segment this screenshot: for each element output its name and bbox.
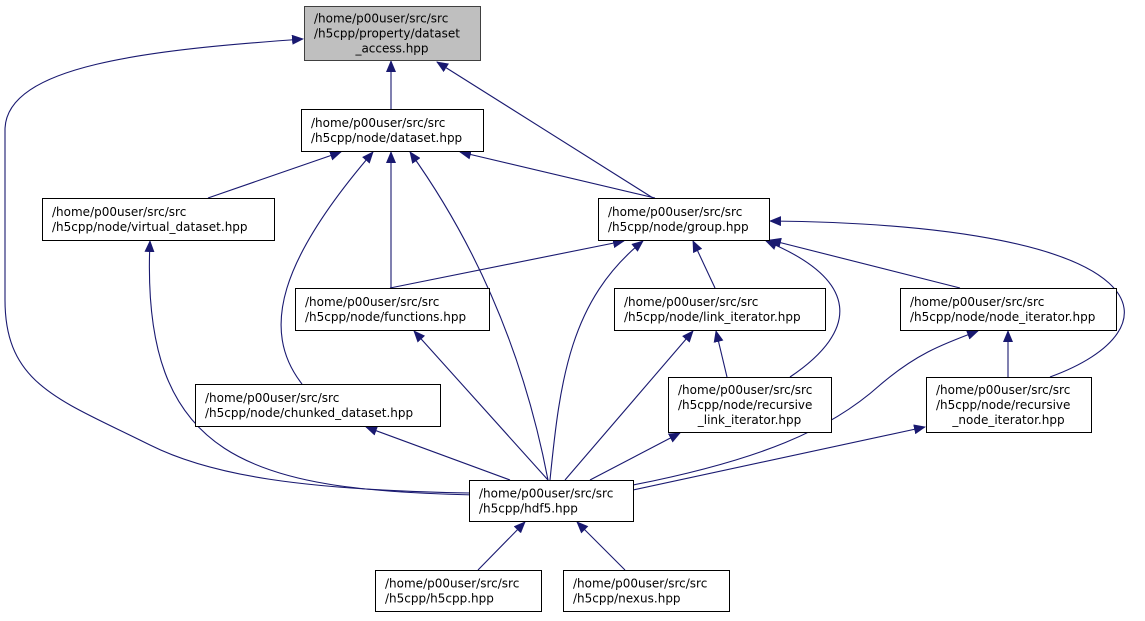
node-hdf5[interactable]: /home/p00user/src/src/h5cpp/hdf5.hpp xyxy=(469,480,634,522)
node-box xyxy=(195,384,441,427)
node-label-line: /h5cpp/node/chunked_dataset.hpp xyxy=(205,406,413,420)
node-label-line: /h5cpp/node/group.hpp xyxy=(608,220,749,234)
node-label-line: /h5cpp/property/dataset xyxy=(314,27,460,41)
edge-hdf5-to-group xyxy=(549,240,644,481)
node-box xyxy=(42,198,275,241)
node-box xyxy=(926,377,1092,433)
node-label-line: /home/p00user/src/src xyxy=(608,205,742,219)
node-h5cpp[interactable]: /home/p00user/src/src/h5cpp/h5cpp.hpp xyxy=(375,570,542,612)
edge-hdf5-to-functions xyxy=(413,330,549,481)
edge-group-to-dataset xyxy=(459,149,656,199)
node-recursive-node-iterator[interactable]: /home/p00user/src/src/h5cpp/node/recursi… xyxy=(926,377,1092,433)
edge-virtual_dataset-to-dataset xyxy=(207,150,342,199)
node-label-line: /h5cpp/node/functions.hpp xyxy=(305,310,466,324)
edge-hdf5-to-dataset xyxy=(409,151,549,481)
edge-group-to-dataset_access xyxy=(436,61,654,199)
node-label-line: /h5cpp/node/recursive xyxy=(936,398,1070,412)
node-label-line: /h5cpp/node/node_iterator.hpp xyxy=(910,310,1095,324)
edge-hdf5-to-node_iterator xyxy=(632,330,979,486)
node-label-line: /home/p00user/src/src xyxy=(936,383,1070,397)
node-dataset-access: /home/p00user/src/src/h5cpp/property/dat… xyxy=(304,6,481,61)
node-box xyxy=(668,377,832,433)
node-box xyxy=(295,288,490,331)
node-label-line: _access.hpp xyxy=(354,42,428,56)
node-box xyxy=(375,570,542,612)
node-dataset[interactable]: /home/p00user/src/src/h5cpp/node/dataset… xyxy=(301,109,484,152)
node-label-line: /h5cpp/node/virtual_dataset.hpp xyxy=(52,220,248,234)
node-link-iterator[interactable]: /home/p00user/src/src/h5cpp/node/link_it… xyxy=(614,288,826,331)
node-label-line: /h5cpp/node/dataset.hpp xyxy=(311,131,462,145)
node-chunked-dataset[interactable]: /home/p00user/src/src/h5cpp/node/chunked… xyxy=(195,384,441,427)
edge-functions-to-group xyxy=(389,238,625,289)
edge-node_iterator-to-group xyxy=(769,237,961,289)
node-label-line: /home/p00user/src/src xyxy=(678,383,812,397)
node-nexus[interactable]: /home/p00user/src/src/h5cpp/nexus.hpp xyxy=(563,570,730,612)
node-label-line: /home/p00user/src/src xyxy=(479,487,613,501)
node-label-line: /h5cpp/node/link_iterator.hpp xyxy=(624,310,801,324)
edge-link_iterator-to-group xyxy=(692,240,716,289)
edge-hdf5-to-dataset_access xyxy=(4,34,471,494)
edge-recursive_link_iterator-to-link_iterator xyxy=(713,330,728,378)
nodes: /home/p00user/src/src/h5cpp/property/dat… xyxy=(42,6,1117,612)
edge-hdf5-to-recursive_link_iterator xyxy=(589,432,681,481)
edge-nexus-to-hdf5 xyxy=(576,521,626,571)
node-box xyxy=(304,6,481,61)
node-label-line: _node_iterator.hpp xyxy=(951,413,1064,427)
edge-h5cpp-to-hdf5 xyxy=(477,521,526,571)
node-recursive-link-iterator[interactable]: /home/p00user/src/src/h5cpp/node/recursi… xyxy=(668,377,832,433)
node-label-line: /home/p00user/src/src xyxy=(314,12,448,26)
node-label-line: /h5cpp/hdf5.hpp xyxy=(479,502,578,516)
node-label-line: /home/p00user/src/src xyxy=(385,577,519,591)
node-label-line: /home/p00user/src/src xyxy=(305,295,439,309)
node-box xyxy=(900,288,1117,331)
node-box xyxy=(469,480,634,522)
node-label-line: /h5cpp/nexus.hpp xyxy=(573,592,681,606)
node-box xyxy=(598,198,770,241)
node-label-line: /home/p00user/src/src xyxy=(573,577,707,591)
node-group[interactable]: /home/p00user/src/src/h5cpp/node/group.h… xyxy=(598,198,770,241)
node-label-line: /home/p00user/src/src xyxy=(52,205,186,219)
edge-hdf5-to-recursive_node_iterator xyxy=(632,424,926,491)
node-virtual-dataset[interactable]: /home/p00user/src/src/h5cpp/node/virtual… xyxy=(42,198,275,241)
node-label-line: /home/p00user/src/src xyxy=(205,391,339,405)
node-box xyxy=(563,570,730,612)
edge-recursive_link_iterator-to-group xyxy=(765,240,841,378)
node-label-line: /home/p00user/src/src xyxy=(624,295,758,309)
node-node-iterator[interactable]: /home/p00user/src/src/h5cpp/node/node_it… xyxy=(900,288,1117,331)
node-box xyxy=(614,288,826,331)
node-label-line: /home/p00user/src/src xyxy=(910,295,1044,309)
edge-hdf5-to-virtual_dataset xyxy=(144,240,476,496)
edge-hdf5-to-chunked_dataset xyxy=(365,426,511,481)
node-label-line: /h5cpp/node/recursive xyxy=(678,398,812,412)
edges xyxy=(4,34,1125,571)
edge-hdf5-to-link_iterator xyxy=(564,330,694,481)
node-label-line: /h5cpp/h5cpp.hpp xyxy=(385,592,494,606)
edge-chunked_dataset-to-dataset xyxy=(280,151,374,385)
node-label-line: /home/p00user/src/src xyxy=(311,116,445,130)
node-box xyxy=(301,109,484,152)
edge-recursive_node_iterator-to-group xyxy=(769,216,1125,378)
node-label-line: _link_iterator.hpp xyxy=(697,413,801,427)
node-functions[interactable]: /home/p00user/src/src/h5cpp/node/functio… xyxy=(295,288,490,331)
